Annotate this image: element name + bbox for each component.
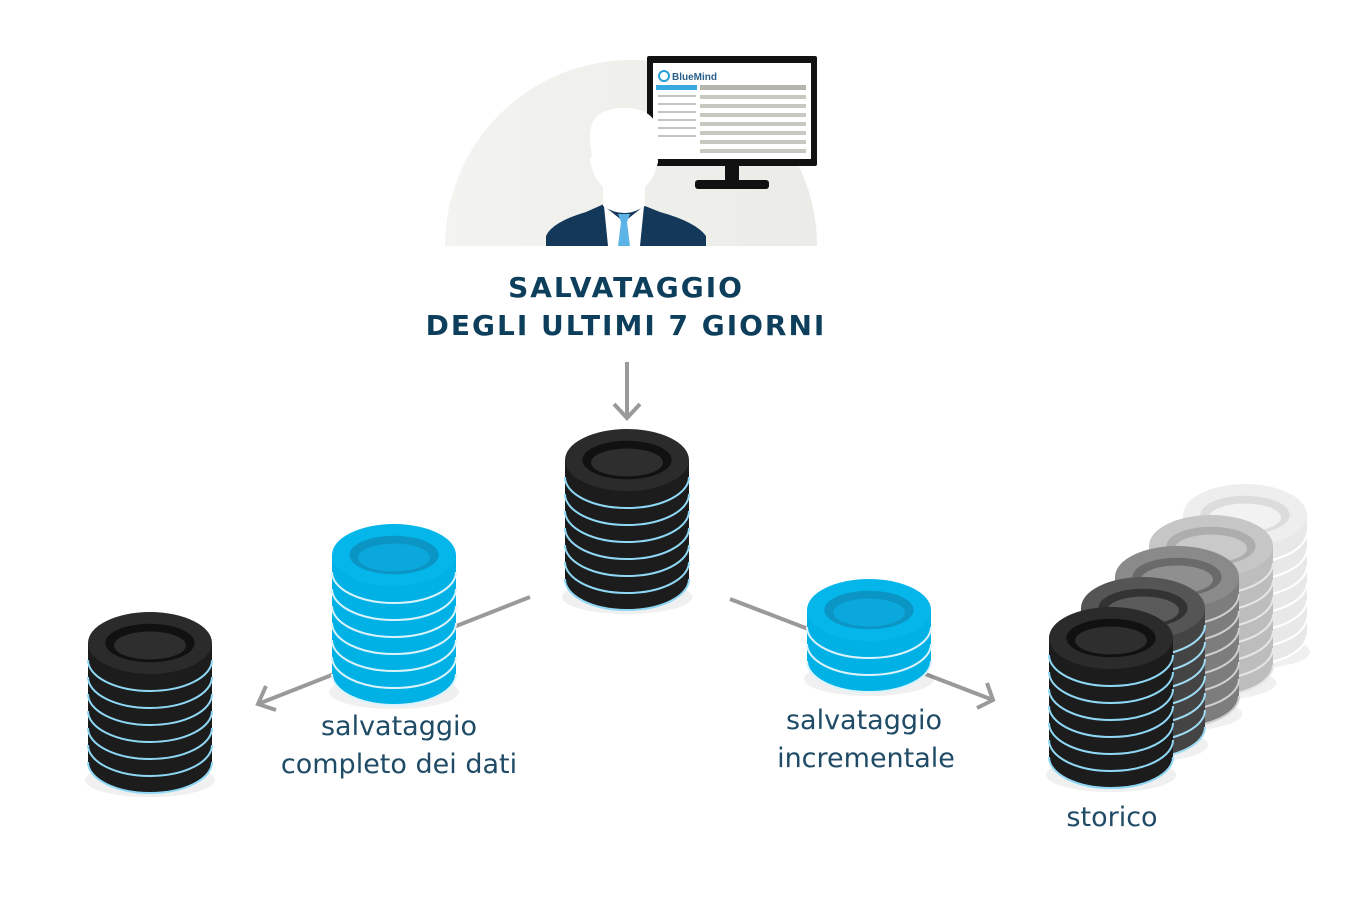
incremental-backup-label-2: incrementale — [777, 743, 955, 774]
monitor-brand-logo: BlueMind — [672, 72, 717, 83]
incremental-backup-label-1: salvataggio — [786, 705, 942, 736]
history-disk-stack-1 — [1045, 607, 1177, 793]
full-backup-label-2: completo dei dati — [281, 749, 517, 780]
full-backup-output-disk-stack — [84, 612, 216, 798]
monitor-icon: BlueMind — [647, 56, 817, 189]
incremental-disk-stack — [803, 579, 935, 697]
history-label: storico — [1066, 802, 1157, 833]
arrow-down — [612, 362, 642, 421]
heading-line-1: SALVATAGGIO — [508, 271, 744, 304]
full-backup-disk-stack — [328, 524, 460, 710]
source-disk-stack — [561, 429, 693, 615]
full-backup-label-1: salvataggio — [321, 711, 477, 742]
heading-line-2: DEGLI ULTIMI 7 GIORNI — [426, 309, 827, 342]
user-silhouette-icon — [546, 108, 706, 246]
